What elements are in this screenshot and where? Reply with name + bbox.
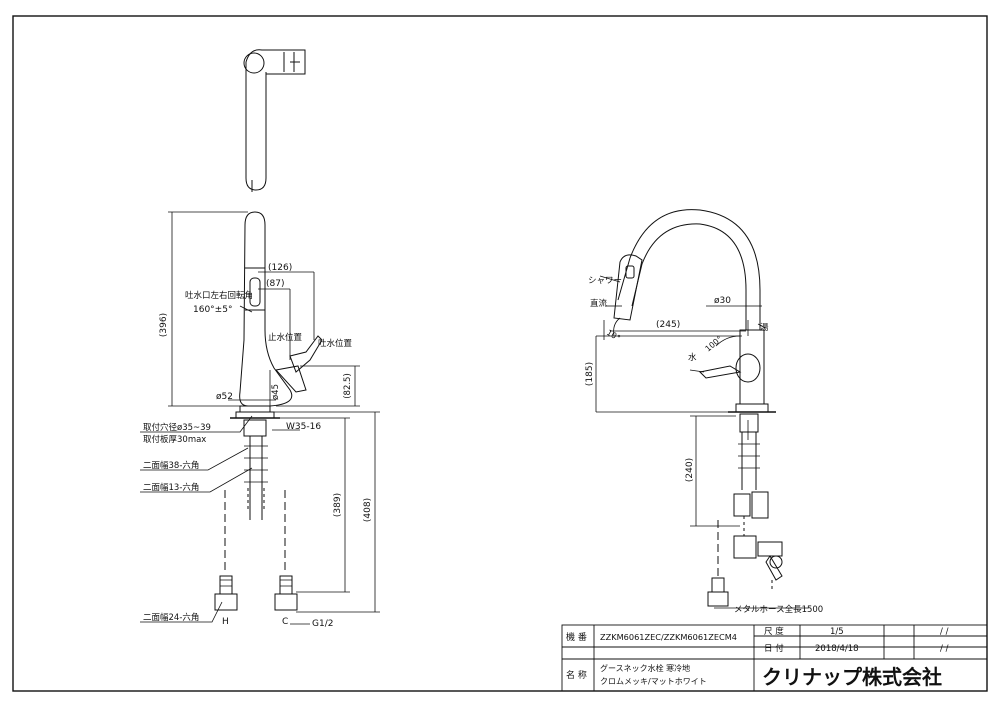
dia-30: ø30	[714, 296, 731, 306]
dim-82-5: (82.5)	[343, 373, 353, 399]
cold-label: 水	[688, 352, 697, 363]
stop-position-label: 止水位置	[268, 332, 303, 343]
straight-flow-label: 直流	[590, 298, 608, 309]
hex-13-label: 二面幅13-六角	[143, 482, 199, 493]
date-label: 日 付	[764, 643, 784, 654]
model-label: 機 番	[566, 631, 587, 643]
thread-g-label: G1/2	[312, 619, 333, 629]
name-label: 名 称	[566, 669, 587, 681]
title-block	[561, 624, 988, 692]
company-name: クリナップ株式会社	[762, 665, 942, 689]
label-h: H	[222, 617, 229, 627]
label-c: C	[282, 617, 288, 627]
hex-24-label: 二面幅24-六角	[143, 612, 199, 623]
revision-slash-1: / /	[940, 627, 949, 637]
front-dimensions	[140, 211, 380, 625]
revision-slash-2: / /	[940, 644, 949, 654]
dim-240: (240)	[685, 458, 695, 482]
dim-389: (389)	[333, 493, 343, 517]
top-view	[243, 49, 306, 192]
dia-45: ø45	[271, 384, 281, 400]
flow-position-label: 吐水位置	[318, 338, 353, 349]
hose-length-label: メタルホース全長1500	[734, 604, 823, 615]
model-value: ZZKM6061ZEC/ZZKM6061ZECM4	[600, 632, 737, 642]
shower-label: シャワー	[588, 276, 622, 286]
scale-value: 1/5	[830, 627, 844, 637]
dim-126: (126)	[268, 263, 292, 273]
swivel-angle-value: 160°±5°	[193, 305, 232, 315]
hex-38-label: 二面幅38-六角	[143, 460, 199, 471]
dim-87: (87)	[266, 279, 284, 289]
swivel-angle-label: 吐水口左右回転角	[185, 290, 253, 301]
front-view	[214, 211, 323, 611]
angle-100: 100°	[704, 334, 725, 353]
drawing-frame	[12, 15, 988, 692]
side-view	[613, 209, 783, 607]
product-name-line2: クロムメッキ/マットホワイト	[600, 677, 707, 686]
thread-w35-label: W35-16	[286, 422, 321, 432]
dim-185: (185)	[585, 362, 595, 386]
product-name-line1: グースネック水栓 寒冷地	[600, 663, 690, 673]
hole-diameter-label: 取付穴径ø35~39	[143, 422, 211, 433]
side-dimensions	[595, 275, 808, 609]
dia-52: ø52	[216, 392, 233, 402]
dim-396: (396)	[159, 313, 169, 337]
hot-label: 湯	[760, 322, 769, 333]
angle-10: 10°	[605, 328, 622, 343]
dim-408: (408)	[363, 498, 373, 522]
date-value: 2018/4/18	[815, 644, 859, 654]
panel-thickness-label: 取付板厚30max	[143, 434, 206, 445]
dim-245: (245)	[656, 320, 680, 330]
scale-label: 尺 度	[764, 626, 784, 637]
